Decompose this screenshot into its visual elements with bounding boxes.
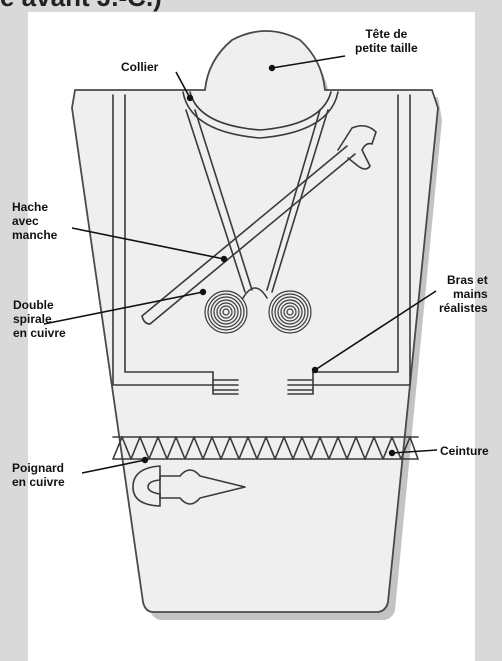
label-spirale: Double spirale en cuivre (13, 298, 66, 340)
label-bras: Bras et mains réalistes (439, 273, 488, 315)
label-hache: Hache avec manche (12, 200, 57, 242)
stele-body (72, 31, 438, 612)
label-tete: Tête de petite taille (355, 27, 418, 55)
label-poignard: Poignard en cuivre (12, 461, 65, 489)
label-ceinture: Ceinture (440, 444, 489, 458)
label-collier: Collier (121, 60, 158, 74)
